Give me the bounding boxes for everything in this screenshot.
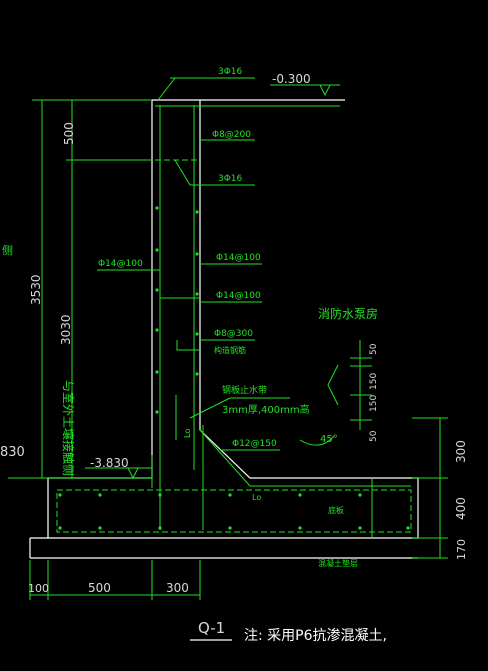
elev-bottom: -3.830 [90, 456, 129, 470]
reinforcement [56, 77, 412, 538]
dim-left-total: 3530 [29, 274, 43, 305]
label-slab: 底板 [328, 505, 344, 515]
label-lo-2: Lo [183, 429, 192, 438]
label-anchor: 构造钢筋 [214, 345, 246, 355]
label-room: 消防水泵房 [318, 306, 378, 321]
angle-arc [299, 435, 335, 446]
label-diagonal: Φ12@150 [232, 439, 277, 449]
label-waterstop-title: 钢板止水带 [222, 384, 267, 396]
dimension-lines [8, 84, 448, 641]
dim-haunch-1: 50 [369, 343, 379, 355]
labels: -0.300 -3.830 830 侧 3Φ16 Φ8@200 3Φ16 Φ14… [0, 67, 468, 644]
dim-right-170: 170 [455, 539, 468, 560]
haunch-bar [199, 429, 411, 487]
dim-bottom-1: 100 [28, 582, 49, 595]
bar-hook-2 [176, 340, 200, 351]
label-mid-bars: 3Φ16 [218, 174, 243, 184]
note-text: 注: 采用P6抗渗混凝土, [244, 628, 387, 644]
label-top-bars: 3Φ16 [218, 67, 243, 77]
label-waterstop-spec: 3mm厚,400mm高 [222, 403, 310, 416]
label-outer-side: 与室外土壤接触侧 [61, 380, 76, 476]
label-angle: 45° [320, 434, 338, 445]
label-stirrup-top: Φ8@200 [212, 130, 251, 140]
leader-mid-1 [174, 159, 191, 186]
dim-right-400: 400 [454, 497, 468, 520]
leader-top-bars-2 [157, 77, 177, 101]
dim-haunch-4: 50 [369, 430, 379, 442]
rebar-dots [58, 206, 410, 530]
elev-cut: 830 [0, 445, 25, 460]
dim-bottom-2: 500 [88, 581, 111, 595]
dim-bottom-3: 300 [166, 581, 189, 595]
haunch-sketch [327, 364, 339, 406]
dim-left-inner: 3030 [59, 314, 73, 345]
label-cushion: 混凝土垫层 [318, 558, 358, 568]
label-inner-horizontal: Φ14@100 [216, 291, 261, 301]
label-outer-vertical: Φ14@100 [98, 259, 143, 269]
side-label-cut: 侧 [2, 244, 13, 257]
label-inner-vertical: Φ14@100 [216, 253, 261, 263]
section-id: Q-1 [198, 619, 225, 637]
dim-left-top: 500 [62, 122, 76, 145]
elev-bot-tri [127, 467, 139, 480]
dim-right-300: 300 [454, 440, 468, 463]
leader-waterstop-2 [189, 397, 231, 419]
label-lo-1: Lo [252, 493, 261, 502]
dim-haunch-3: 150 [369, 395, 379, 412]
elev-top-tri [319, 84, 331, 97]
label-distribution: Φ8@300 [214, 329, 253, 339]
dim-haunch-2: 150 [369, 373, 379, 390]
slab-rebar-cage [56, 489, 412, 533]
elev-top: -0.300 [272, 72, 311, 86]
